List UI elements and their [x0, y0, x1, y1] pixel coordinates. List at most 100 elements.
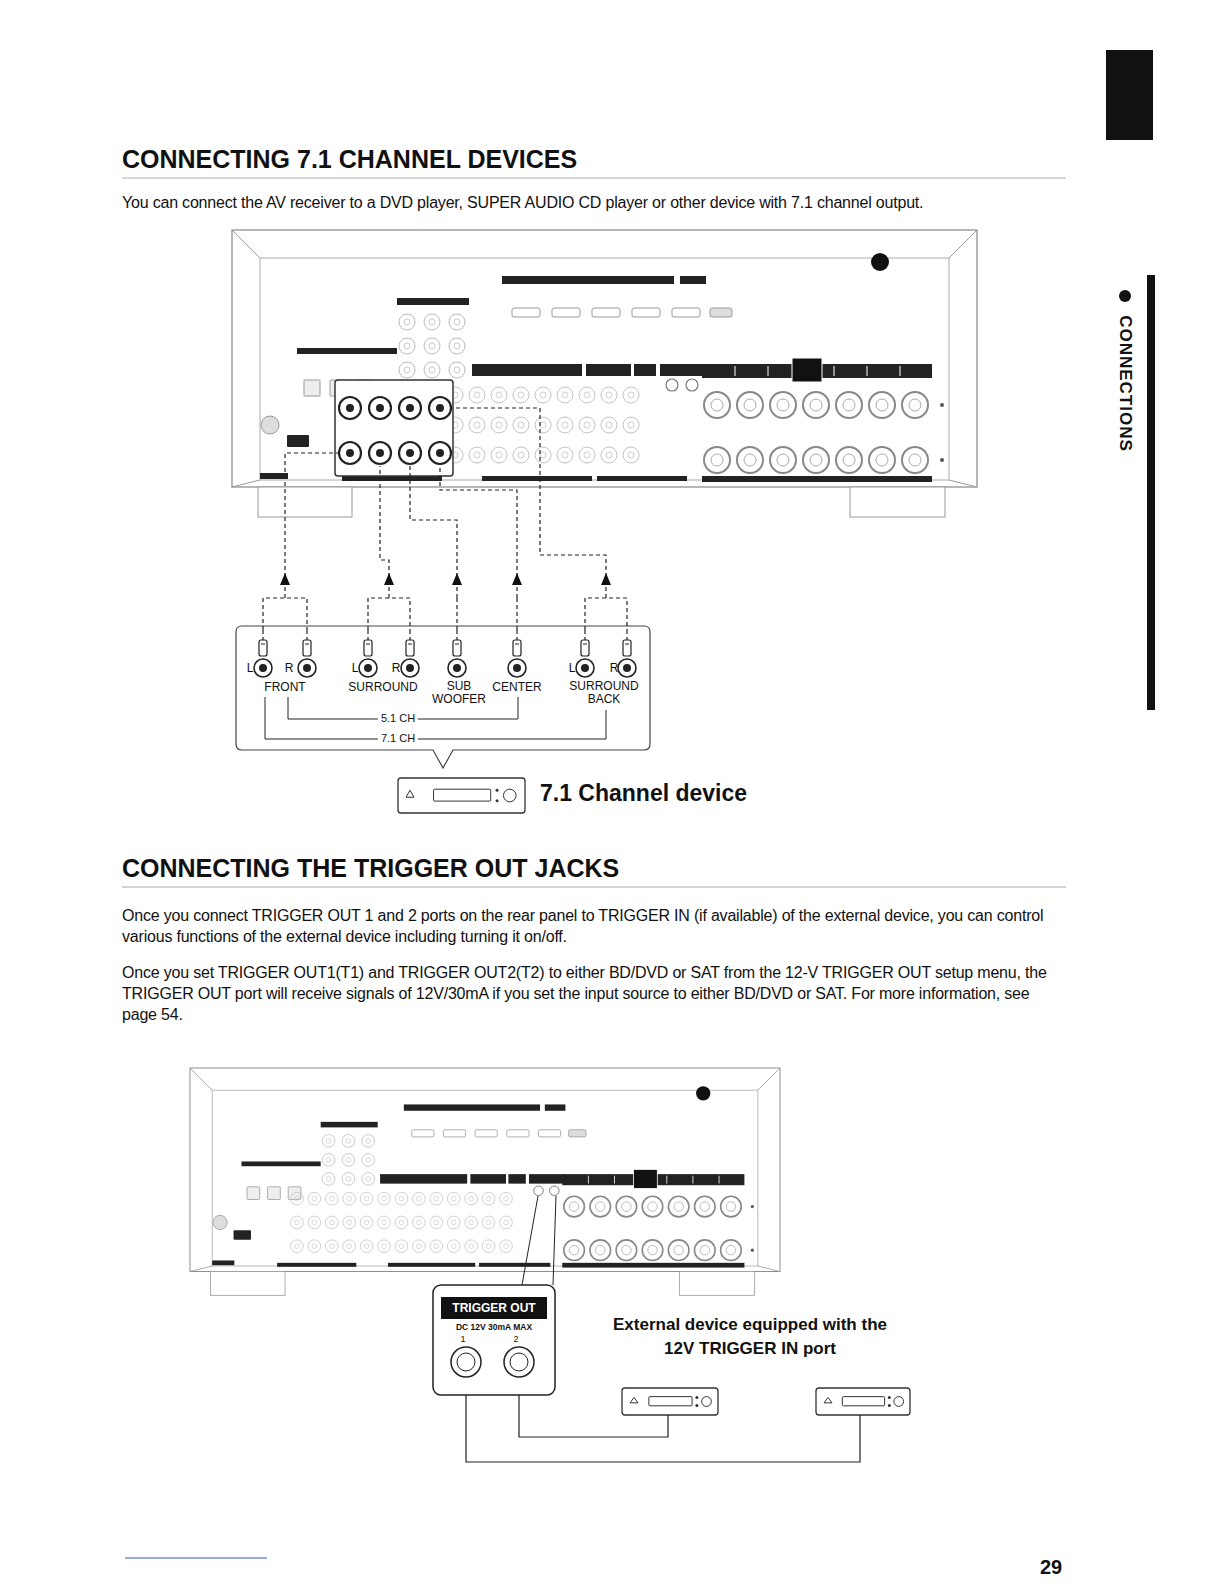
bar-divider	[735, 366, 736, 376]
jack-symbol	[346, 1177, 351, 1182]
jack-symbol	[399, 1220, 404, 1225]
jack-symbol	[424, 314, 440, 330]
speaker-terminal	[869, 447, 895, 473]
jack-label: SURROUND BACK	[567, 680, 641, 706]
jack-symbol	[513, 447, 529, 463]
device-icon	[622, 1388, 718, 1415]
antenna-jack	[213, 1215, 227, 1229]
jack-symbol	[584, 452, 590, 458]
speaker-terminal	[668, 1196, 689, 1217]
output-jack	[618, 659, 636, 677]
jack-symbol	[378, 1240, 391, 1253]
jack-symbol	[540, 392, 546, 398]
speaker-terminal	[876, 454, 888, 466]
plug-cable	[262, 630, 263, 640]
jack-symbol	[469, 1196, 474, 1201]
jack-symbol	[362, 1154, 375, 1167]
jack-symbol	[623, 447, 639, 463]
cable-bracket	[368, 598, 410, 630]
jack-symbol	[454, 367, 460, 373]
section-heading: CONNECTING THE TRIGGER OUT JACKS	[122, 853, 619, 883]
receiver-foot	[679, 1272, 754, 1296]
hdmi-port	[538, 1130, 560, 1137]
hdmi-port	[507, 1130, 529, 1137]
receiver-rear-panel	[232, 230, 977, 517]
plug-cable	[456, 630, 457, 640]
jack-symbol	[449, 314, 465, 330]
jack-symbol	[518, 422, 524, 428]
device-display	[842, 1397, 884, 1406]
jack-symbol	[465, 1192, 478, 1205]
rca-plug	[364, 640, 372, 656]
jack-symbol	[295, 1196, 300, 1201]
multi-ch-jack	[399, 442, 421, 464]
jack-symbol	[395, 1240, 408, 1253]
rear-panel-face	[260, 258, 949, 480]
trigger-callout-box	[433, 1285, 555, 1395]
video-out-bar	[470, 1174, 506, 1184]
channel-side-label: L	[247, 661, 254, 675]
jack-label: FRONT	[264, 680, 305, 694]
multi-ch-jack	[376, 449, 384, 457]
speaker-terminal	[770, 447, 796, 473]
speaker-terminal	[909, 399, 921, 411]
hdmi-port	[632, 308, 660, 317]
zone-bar	[508, 1174, 525, 1184]
jack-symbol	[469, 417, 485, 433]
jack-symbol	[628, 392, 634, 398]
receiver-foot	[211, 1272, 285, 1296]
audio-in-bar	[388, 1263, 475, 1267]
output-jack	[623, 664, 631, 672]
device-caption: 7.1 Channel device	[540, 780, 747, 808]
multi-ch-jack	[339, 397, 361, 419]
device-led	[888, 1396, 891, 1399]
jack-symbol	[364, 1244, 369, 1249]
jack-symbol	[322, 1135, 335, 1148]
multi-ch-bar	[277, 1263, 356, 1267]
device-caption: External device equipped with the 12V TR…	[605, 1313, 895, 1361]
trigger-jack	[534, 1186, 544, 1196]
speaker-terminal	[777, 399, 789, 411]
jack-symbol	[496, 422, 502, 428]
jack-symbol	[449, 362, 465, 378]
jack-symbol	[540, 422, 546, 428]
jack-symbol	[329, 1220, 334, 1225]
channel-side-label: R	[392, 661, 401, 675]
jack-symbol	[322, 1154, 335, 1167]
jack-symbol	[469, 1220, 474, 1225]
digital-audio-bar	[241, 1161, 320, 1166]
speaker-terminal	[668, 1240, 689, 1261]
audio-out-bar	[597, 476, 687, 481]
jack-symbol	[360, 1240, 373, 1253]
jack-symbol	[496, 392, 502, 398]
port-number: 2	[513, 1334, 518, 1345]
zone-bar	[634, 364, 656, 376]
jack-symbol	[601, 387, 617, 403]
signal-wire	[440, 466, 517, 598]
fan-mark	[871, 253, 889, 271]
hdmi-port	[512, 308, 540, 317]
bar-divider	[614, 1176, 615, 1184]
rca-plug	[623, 640, 631, 656]
device-led	[888, 1404, 891, 1407]
rca-plug	[259, 640, 267, 656]
device-display	[649, 1397, 692, 1406]
speaker-terminal	[674, 1202, 684, 1212]
speaker-terminal	[596, 1202, 606, 1212]
trigger-jack	[504, 1347, 534, 1377]
speaker-terminal	[902, 447, 928, 473]
trigger-jack	[550, 1186, 560, 1196]
speaker-terminal	[770, 392, 796, 418]
plug-cable	[516, 630, 517, 640]
jack-symbol	[413, 1240, 426, 1253]
rca-plug	[581, 640, 589, 656]
jack-symbol	[308, 1240, 321, 1253]
output-jack	[259, 664, 267, 672]
heading-rule	[122, 178, 1066, 179]
jack-symbol	[606, 392, 612, 398]
plug-cable	[626, 630, 627, 640]
plug-cable	[456, 598, 457, 630]
device-body	[816, 1388, 910, 1415]
jack-symbol	[486, 1220, 491, 1225]
jack-symbol	[343, 1216, 356, 1229]
